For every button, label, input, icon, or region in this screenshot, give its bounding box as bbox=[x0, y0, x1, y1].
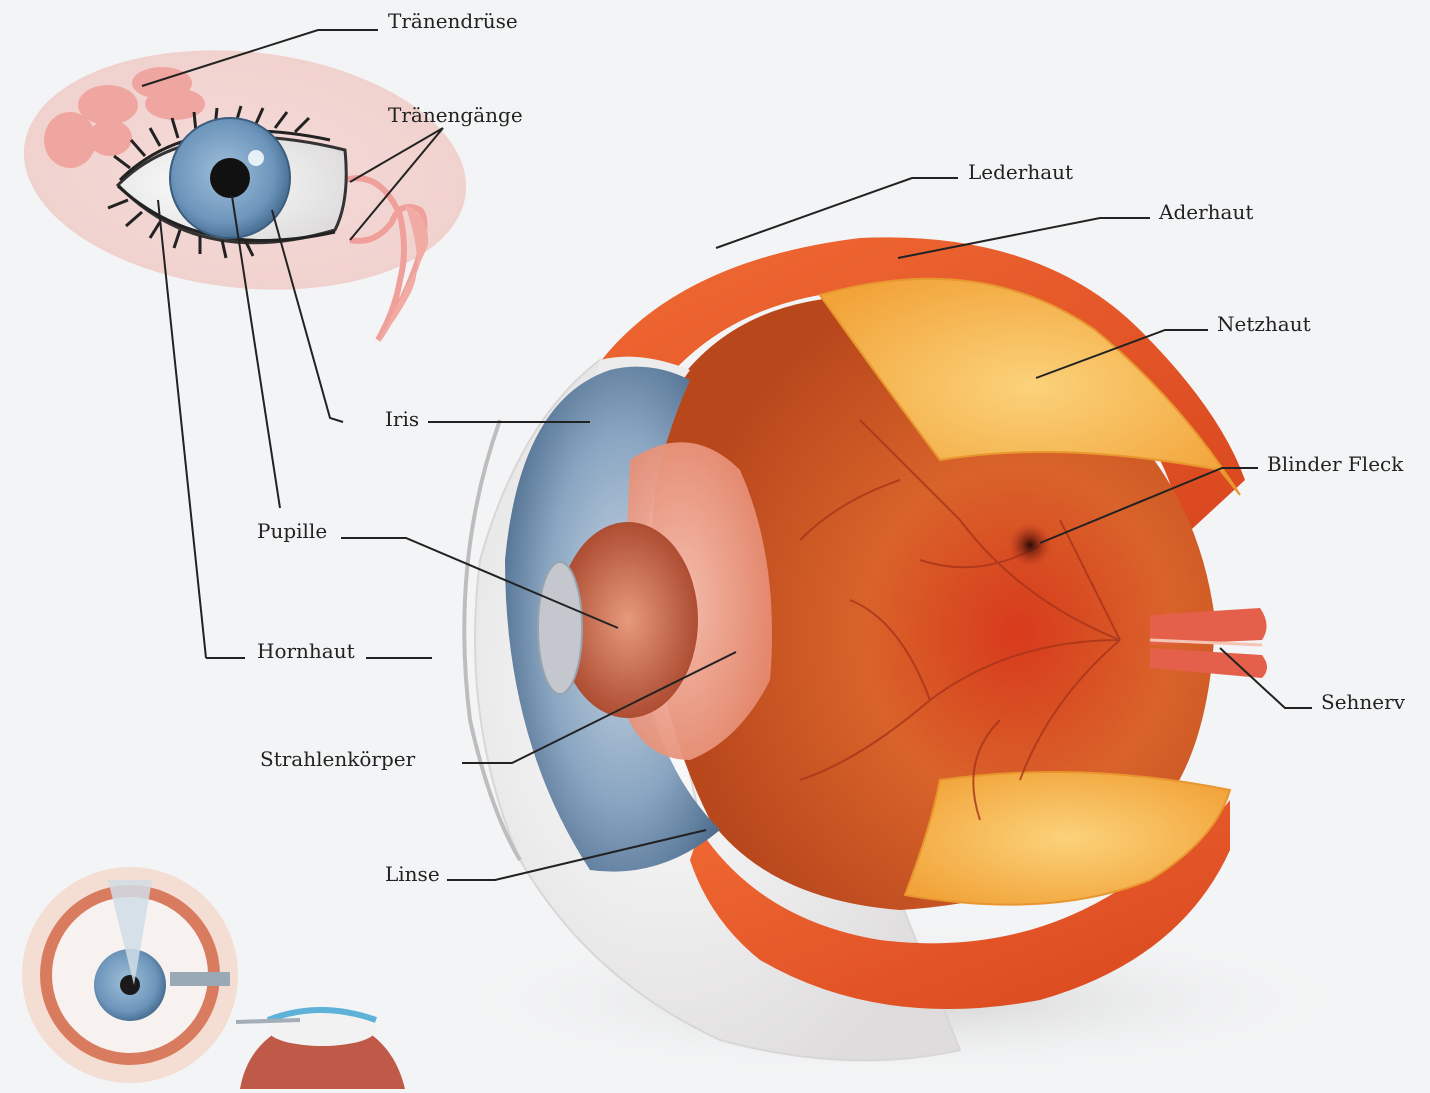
surgery-inset-illustrations bbox=[22, 867, 405, 1089]
cross-section-eye-illustration bbox=[430, 237, 1370, 1080]
label-pupille: Pupille bbox=[257, 519, 327, 543]
front-eye-illustration bbox=[12, 29, 478, 342]
label-strahlenkoerper: Strahlenkörper bbox=[260, 747, 415, 771]
label-traenengaenge: Tränengänge bbox=[388, 103, 523, 127]
label-blinder-fleck: Blinder Fleck bbox=[1267, 452, 1403, 476]
label-aderhaut: Aderhaut bbox=[1159, 200, 1253, 224]
label-sehnerv: Sehnerv bbox=[1321, 690, 1405, 714]
optic-nerve-shape bbox=[1150, 608, 1267, 678]
label-linse: Linse bbox=[385, 862, 440, 886]
label-traenendruese: Tränendrüse bbox=[388, 9, 518, 33]
label-iris: Iris bbox=[385, 407, 419, 431]
pupil-small-shape bbox=[210, 158, 250, 198]
label-lederhaut: Lederhaut bbox=[968, 160, 1073, 184]
blind-spot-shape bbox=[1008, 523, 1052, 567]
label-netzhaut: Netzhaut bbox=[1217, 312, 1311, 336]
label-hornhaut: Hornhaut bbox=[257, 639, 355, 663]
